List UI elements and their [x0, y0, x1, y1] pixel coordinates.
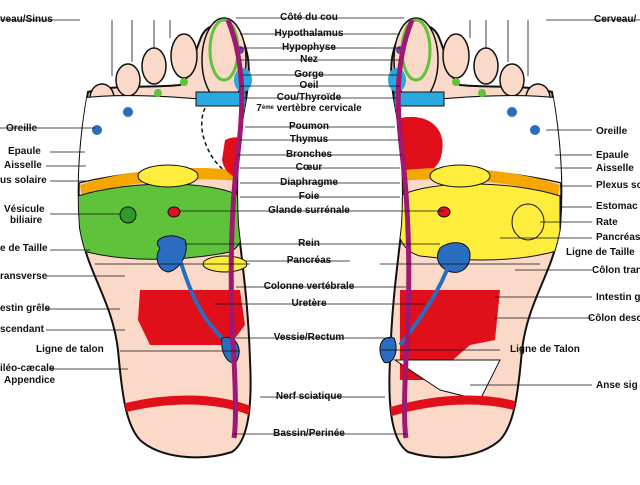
label-right-aisselle: Aisselle: [596, 163, 634, 174]
left-eye-dot: [123, 107, 133, 117]
vertebre-superscript: ème: [261, 105, 274, 111]
label-vessie-rectum: Vessie/Rectum: [273, 332, 345, 343]
label-left-appendice: Appendice: [4, 375, 56, 386]
left-toe-3: [141, 47, 167, 85]
left-spine: [225, 19, 245, 439]
left-ureter: [178, 259, 232, 347]
label-gorge: Gorge: [294, 69, 324, 80]
label-left-ligne-de-taille: e de Taille: [0, 243, 48, 254]
label-right-epaule: Epaule: [596, 150, 629, 161]
label-thymus: Thymus: [289, 134, 329, 145]
label-poumon: Poumon: [289, 121, 329, 132]
label-left-aisselle: Aisselle: [4, 160, 42, 171]
label-left-intestin-grele: estin grêle: [0, 303, 51, 314]
label-left-colon-transverse: ransverse: [0, 271, 48, 282]
right-foot: [379, 17, 563, 459]
left-toe-dot-2: [180, 78, 188, 86]
label-nerf-sciatique: Nerf sciatique: [275, 391, 343, 402]
label-7eme-vertebre: 7ème vertèbre cervicale: [256, 103, 361, 114]
right-toe-2: [442, 33, 470, 79]
vertebre-number: 7: [256, 103, 262, 114]
left-foot: [77, 17, 252, 459]
label-right-pancreas: Pancréas: [596, 232, 640, 243]
left-ear-dot: [92, 125, 102, 135]
label-bassin-perinee: Bassin/Perinée: [273, 428, 345, 439]
label-nez: Nez: [300, 54, 318, 65]
right-spine: [395, 19, 415, 439]
label-left-valvule-ileo-caecale: iléo-cæcale: [0, 363, 55, 374]
left-adrenal: [167, 206, 181, 218]
label-left-plexus-solaire: us solaire: [0, 175, 47, 186]
label-right-ligne-de-taille: Ligne de Taille: [566, 247, 635, 258]
label-hypophyse: Hypophyse: [282, 42, 336, 53]
right-toe-4: [499, 63, 525, 97]
label-oeil: Oeil: [299, 80, 319, 91]
left-toe-4: [115, 63, 141, 97]
leader-lines: [0, 17, 640, 435]
label-coeur: Cœur: [295, 162, 323, 173]
label-right-colon-transverse: Côlon tran: [592, 265, 640, 276]
label-right-cerveau: Cerveau/: [594, 14, 637, 25]
right-heart-zone: [398, 116, 443, 177]
left-solar-plexus: [137, 164, 199, 188]
label-cote-du-cou: Côté du cou: [280, 12, 338, 23]
right-toe-3: [473, 47, 499, 85]
label-foie: Foie: [298, 191, 320, 202]
right-adrenal: [437, 206, 451, 218]
label-pancreas: Pancréas: [286, 255, 332, 266]
left-thyroid-bar: [195, 91, 247, 107]
right-eye-dot: [507, 107, 517, 117]
label-right-colon-descendant: Côlon desc: [588, 313, 640, 324]
label-glande-surrenale: Glande surrénale: [268, 205, 350, 216]
right-solar-plexus: [429, 164, 491, 188]
left-gallbladder: [119, 206, 137, 224]
label-right-oreille: Oreille: [596, 126, 628, 137]
label-right-rate: Rate: [596, 217, 618, 228]
label-right-estomac: Estomac: [596, 201, 638, 212]
right-spleen: [511, 203, 545, 241]
label-left-biliaire: biliaire: [10, 215, 43, 226]
label-left-colon-ascendant: scendant: [0, 324, 44, 335]
label-rein: Rein: [298, 238, 320, 249]
label-uretere: Uretère: [291, 298, 327, 309]
left-diaphragm-band: [80, 168, 250, 196]
label-left-ligne-de-talon: Ligne de talon: [36, 344, 104, 355]
right-toe-dot-1: [478, 89, 486, 97]
right-thyroid-bar: [393, 91, 445, 107]
label-colonne-vertebrale: Colonne vertébrale: [263, 281, 355, 292]
right-ear-dot: [530, 125, 540, 135]
label-left-vesicule: Vésicule: [4, 204, 45, 215]
label-right-intestin-grele: Intestin g: [596, 292, 640, 303]
label-right-ligne-de-talon: Ligne de Talon: [510, 344, 580, 355]
left-toe-dot-1: [154, 89, 162, 97]
label-right-plexus-solaire: Plexus so: [596, 180, 640, 191]
label-diaphragme: Diaphragme: [280, 177, 338, 188]
label-right-anse-sigmoide: Anse sig: [596, 380, 638, 391]
left-toe-2: [170, 33, 198, 79]
label-bronches: Bronches: [285, 149, 333, 160]
right-toe-dot-2: [452, 78, 460, 86]
vertebre-text: vertèbre cervicale: [273, 103, 362, 114]
label-left-oreille: Oreille: [6, 123, 38, 134]
left-heart-dash: [201, 107, 225, 171]
label-hypothalamus: Hypothalamus: [274, 28, 344, 39]
label-cou-thyroide: Cou/Thyroïde: [276, 92, 342, 103]
right-kidney: [437, 242, 471, 273]
label-left-epaule: Epaule: [8, 146, 41, 157]
label-left-cerveau-sinus: veau/Sinus: [0, 14, 53, 25]
